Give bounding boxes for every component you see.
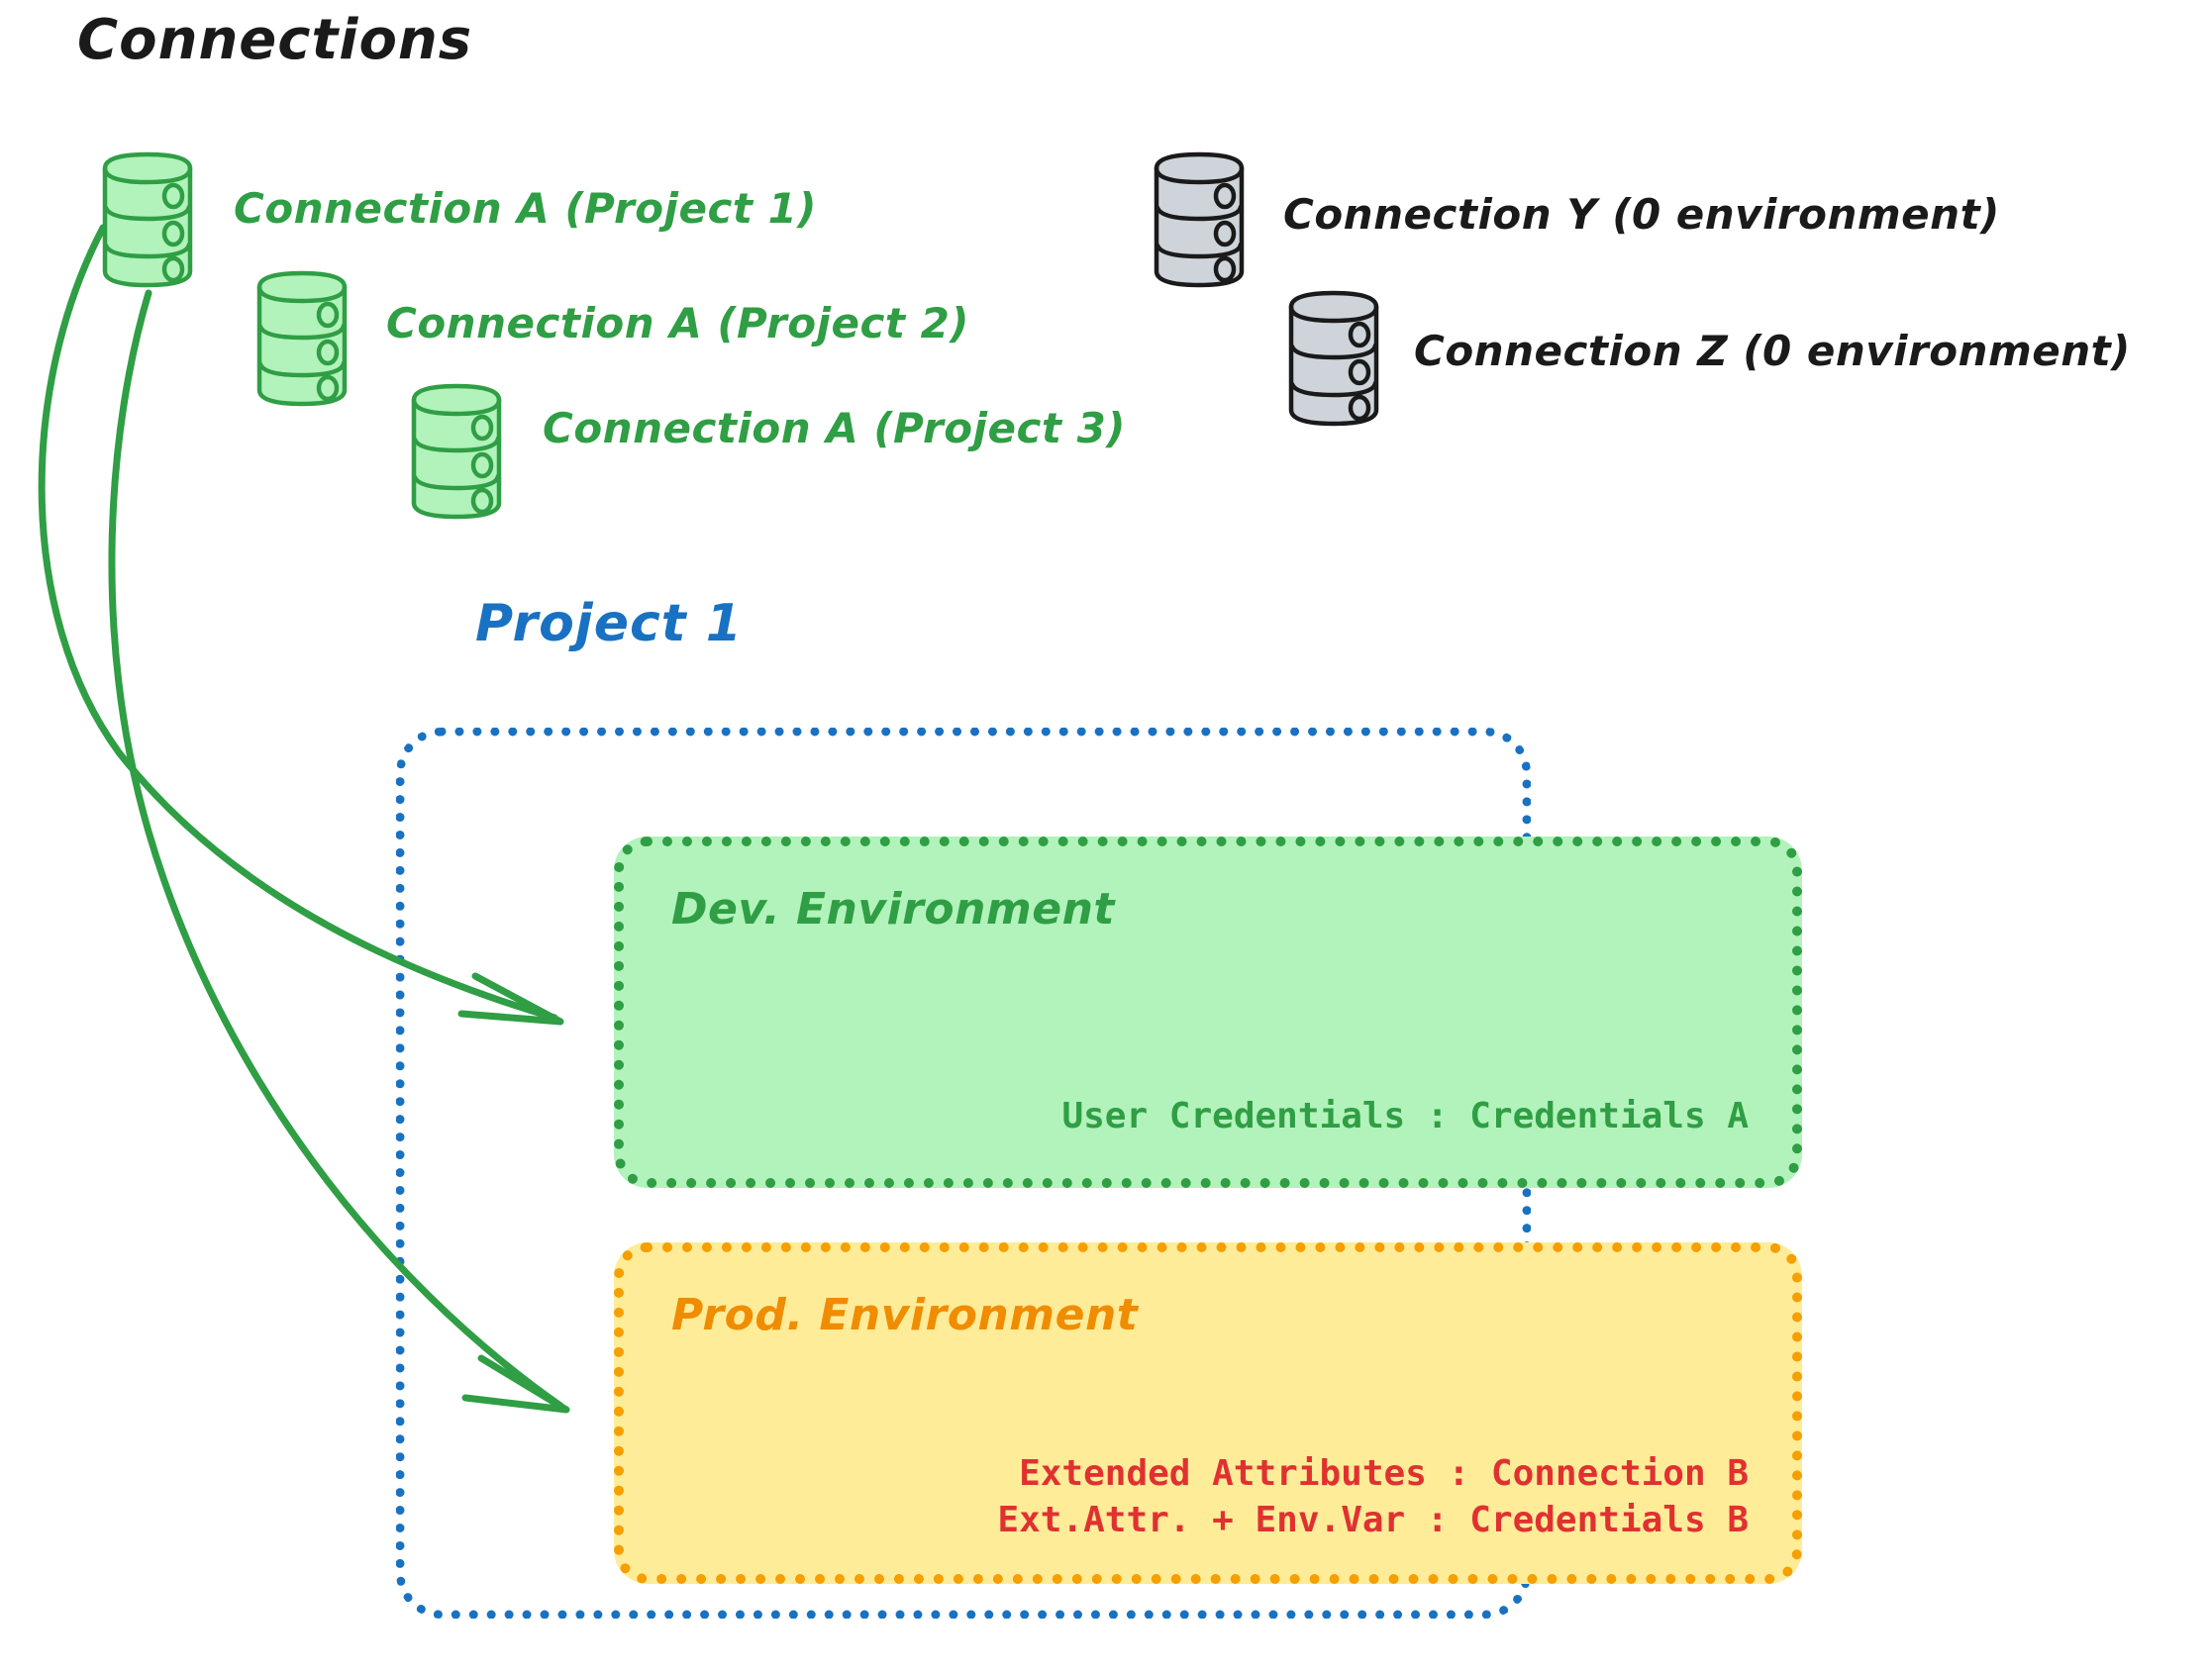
prod-line-2: Ext.Attr. + Env.Var : Credentials B xyxy=(997,1500,1749,1541)
connection-label-z: Connection Z (0 environment) xyxy=(1414,327,2131,375)
dev-environment-details: User Credentials : Credentials A xyxy=(1061,1096,1749,1137)
prod-environment-title: Prod. Environment xyxy=(671,1290,1139,1340)
prod-line-1: Extended Attributes : Connection B xyxy=(1019,1452,1749,1494)
connection-label-a-project-1: Connection A (Project 1) xyxy=(234,184,817,233)
connection-label-a-project-2: Connection A (Project 2) xyxy=(386,299,969,347)
connection-label-a-project-3: Connection A (Project 3) xyxy=(543,404,1126,452)
page-title-connections: Connections xyxy=(77,8,473,72)
prod-environment-details: Extended Attributes : Connection B Ext.At… xyxy=(997,1450,1749,1544)
database-icon-connection-z xyxy=(1281,285,1392,434)
connection-label-y: Connection Y (0 environment) xyxy=(1283,190,2000,239)
dev-environment-box: Dev. Environment User Credentials : Cred… xyxy=(614,837,1802,1188)
database-icon-connection-y xyxy=(1147,147,1257,295)
database-icon-connection-a-project-1 xyxy=(95,147,206,295)
prod-environment-box: Prod. Environment Extended Attributes : … xyxy=(614,1242,1802,1584)
dev-environment-title: Dev. Environment xyxy=(671,884,1115,935)
page-title-project: Project 1 xyxy=(475,594,743,653)
database-icon-connection-a-project-3 xyxy=(404,378,515,527)
database-icon-connection-a-project-2 xyxy=(250,265,360,414)
